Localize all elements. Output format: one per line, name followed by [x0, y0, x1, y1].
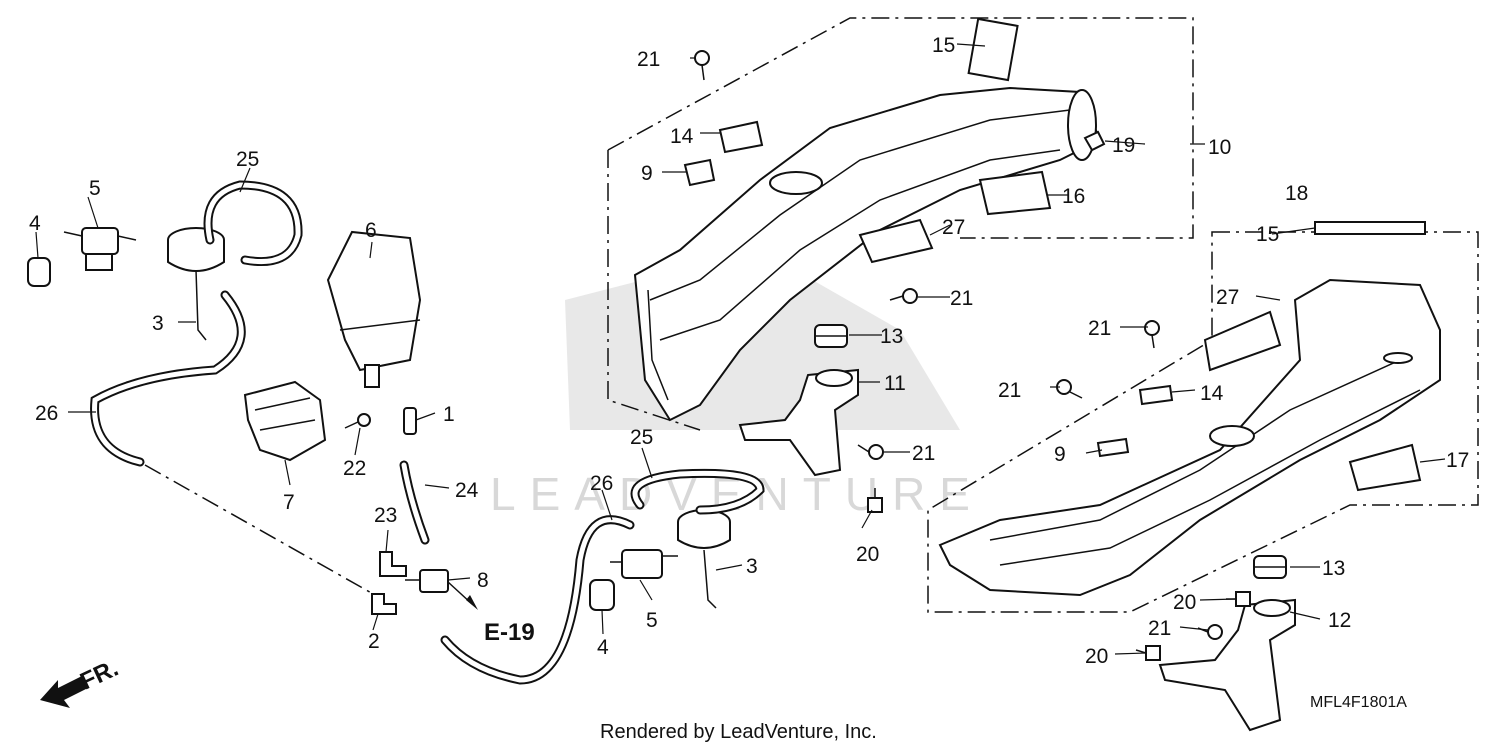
callout-9: 9	[1054, 443, 1066, 466]
seal-27-lower	[1203, 310, 1282, 372]
callout-20: 20	[856, 543, 879, 566]
callout-21: 21	[637, 48, 660, 71]
callout-14: 14	[1200, 382, 1224, 405]
bolt-22	[344, 413, 371, 429]
callout-15: 15	[1256, 223, 1279, 246]
cushion-14-upper	[718, 120, 764, 154]
callout-25: 25	[630, 426, 653, 449]
callout-20: 20	[1173, 591, 1196, 614]
diagram-code: MFL4F1801A	[1310, 694, 1407, 711]
seal-15-lower	[1314, 221, 1426, 235]
air-duct-lower	[938, 278, 1441, 597]
cushion-14-lower	[1138, 384, 1174, 406]
grommet-13-upper	[814, 324, 848, 348]
callout-26: 26	[35, 402, 58, 425]
callout-17: 17	[1446, 449, 1469, 472]
screw-21-b	[889, 288, 918, 304]
leader-lines	[35, 43, 1446, 655]
seal-17	[1348, 443, 1422, 492]
callout-21: 21	[912, 442, 935, 465]
callout-26: 26	[590, 472, 613, 495]
footer-credit: Rendered by LeadVenture, Inc.	[600, 721, 877, 743]
callout-24: 24	[455, 479, 479, 502]
callout-23: 23	[374, 504, 397, 527]
solenoid-valve-5-left	[63, 227, 137, 271]
callout-15: 15	[932, 34, 955, 57]
screw-21-d	[1144, 320, 1160, 349]
cap-4-left	[27, 257, 51, 287]
callout-21: 21	[1088, 317, 1111, 340]
vacuum-chamber-3-left	[167, 227, 225, 341]
canister-6	[326, 230, 422, 388]
cushion-9-upper	[683, 158, 716, 187]
hose-26-left	[90, 290, 246, 467]
callout-5: 5	[646, 609, 658, 632]
callout-4: 4	[597, 636, 609, 659]
callout-9: 9	[641, 162, 653, 185]
bolt-20-a	[867, 488, 883, 513]
bracket-7	[243, 380, 327, 462]
air-duct-upper	[633, 86, 1102, 422]
stay-12	[1158, 598, 1296, 732]
callout-8: 8	[477, 569, 489, 592]
hose-24	[399, 460, 430, 545]
grommet-13-lower	[1253, 555, 1287, 579]
cap-4-centre	[589, 579, 615, 611]
callout-4: 4	[29, 212, 41, 235]
front-direction-arrow: FR.	[40, 655, 123, 708]
callout-14: 14	[670, 125, 694, 148]
callout-20: 20	[1085, 645, 1108, 668]
callout-11: 11	[884, 372, 906, 395]
callout-1: 1	[443, 403, 455, 426]
callout-21: 21	[998, 379, 1021, 402]
cushion-9-lower	[1096, 437, 1130, 458]
callout-5: 5	[89, 177, 101, 200]
callout-12: 12	[1328, 609, 1351, 632]
callout-27: 27	[942, 216, 965, 239]
callout-22: 22	[343, 457, 366, 480]
callout-7: 7	[283, 491, 295, 514]
callout-25: 25	[236, 148, 259, 171]
seal-16	[978, 170, 1052, 216]
callout-13: 13	[1322, 557, 1345, 580]
callout-21: 21	[1148, 617, 1171, 640]
screw-21-f	[1197, 624, 1223, 640]
callout-3: 3	[746, 555, 758, 578]
callout-numbers: 21 15 14 19 10 9 16 27 18 15 21 27 21 13…	[29, 34, 1469, 668]
callout-16: 16	[1062, 185, 1085, 208]
reference-e19: E-19	[484, 619, 535, 646]
hose-25-centre	[630, 468, 765, 515]
callout-3: 3	[152, 312, 164, 335]
screw-21-a	[694, 50, 710, 81]
reference-line	[144, 464, 376, 596]
clip-19	[1083, 130, 1106, 152]
hose-26-centre	[440, 515, 635, 685]
assembly-outline-18	[927, 231, 1479, 613]
callout-19: 19	[1112, 134, 1135, 157]
callout-18: 18	[1285, 182, 1308, 205]
seal-15-upper	[967, 17, 1019, 82]
callout-2: 2	[368, 630, 380, 653]
screw-21-e	[1056, 379, 1083, 399]
callout-6: 6	[365, 219, 377, 242]
callout-27: 27	[1216, 286, 1239, 309]
callout-10: 10	[1208, 136, 1231, 159]
tube-23	[379, 551, 407, 577]
stay-11	[738, 368, 859, 477]
joint-1	[403, 407, 417, 435]
screw-21-c	[857, 444, 884, 460]
solenoid-valve-5-centre	[610, 549, 678, 579]
seal-27-upper	[858, 218, 934, 264]
callout-21: 21	[950, 287, 973, 310]
valve-8	[405, 569, 478, 610]
callout-13: 13	[880, 325, 903, 348]
tube-joint-2	[371, 593, 397, 615]
vacuum-chamber-3-centre	[677, 509, 731, 609]
hose-25-left	[203, 180, 303, 267]
